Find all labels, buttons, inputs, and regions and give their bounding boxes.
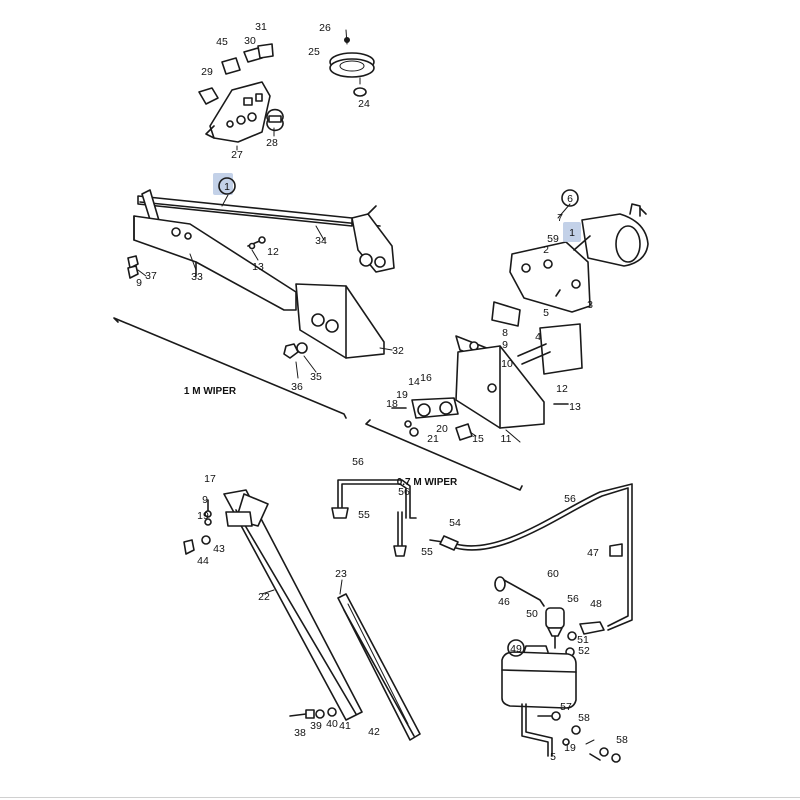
callout-52: 52 (578, 645, 590, 657)
callout-7: 7 (557, 212, 563, 224)
callout-17: 17 (204, 473, 216, 485)
callout-4: 4 (535, 331, 541, 343)
callout-28: 28 (266, 137, 278, 149)
callout-55-a: 55 (358, 509, 370, 521)
callout-59: 59 (547, 233, 559, 245)
callout-circle-49 (507, 639, 525, 657)
callout-47: 47 (587, 547, 599, 559)
wiper-arm-and-blade (183, 489, 421, 741)
callout-9-one-m: 9 (136, 277, 142, 289)
callout-5: 5 (543, 307, 549, 319)
callout-31: 31 (255, 21, 267, 33)
zero-seven-m-wiper-label: 0.7 M WIPER (397, 477, 458, 488)
callout-43: 43 (213, 543, 225, 555)
callout-20: 20 (436, 423, 448, 435)
highlight-callout-1-one-m (213, 173, 233, 195)
zero-seven-m-wiper-assembly (391, 203, 649, 443)
callout-56-b: 56 (398, 486, 410, 498)
part-callouts: 45 31 30 29 27 28 26 25 24 1 34 12 13 9 … (136, 21, 628, 763)
callout-10: 10 (501, 358, 513, 370)
callout-39: 39 (310, 720, 322, 732)
switch-panel-assembly (198, 43, 284, 151)
callout-56-d: 56 (567, 593, 579, 605)
callout-29: 29 (201, 66, 213, 78)
callout-21: 21 (427, 433, 439, 445)
one-m-wiper-bracket (113, 317, 347, 419)
callout-50: 50 (526, 608, 538, 620)
callout-12-one-m: 12 (267, 246, 279, 258)
callout-36: 36 (291, 381, 303, 393)
callout-37: 37 (145, 270, 157, 282)
callout-40: 40 (326, 718, 338, 730)
callout-41: 41 (339, 720, 351, 732)
callout-24: 24 (358, 98, 370, 110)
callout-3: 3 (587, 299, 593, 311)
callout-33: 33 (191, 271, 203, 283)
callout-11: 11 (501, 433, 512, 445)
callout-46: 46 (498, 596, 510, 608)
zero-seven-m-wiper-bracket (365, 419, 523, 491)
knob-assembly (329, 29, 375, 97)
callout-19-washer-a: 19 (564, 742, 576, 754)
callout-16: 16 (420, 372, 432, 384)
callout-26: 26 (319, 22, 331, 34)
callout-circle-1 (218, 177, 236, 195)
callout-49: 49 (510, 643, 522, 655)
callout-1-one-m: 1 (224, 181, 230, 193)
callout-44: 44 (197, 555, 209, 567)
callout-56-a: 56 (352, 456, 364, 468)
callout-25: 25 (308, 46, 320, 58)
callout-19-zero-seven-m: 19 (396, 389, 408, 401)
callout-6: 6 (567, 193, 573, 205)
callout-42: 42 (368, 726, 380, 738)
callout-13-zero-seven-m: 13 (569, 401, 581, 413)
callout-30: 30 (244, 35, 256, 47)
callout-18: 18 (386, 398, 398, 410)
callout-35: 35 (310, 371, 322, 383)
callout-51: 51 (577, 634, 589, 646)
callout-32: 32 (392, 345, 404, 357)
callout-34: 34 (315, 235, 327, 247)
callout-8: 8 (502, 327, 508, 339)
callout-38: 38 (294, 727, 306, 739)
callout-48: 48 (590, 598, 602, 610)
bottom-divider (0, 797, 800, 798)
callout-58-b: 58 (616, 734, 628, 746)
callout-58-a: 58 (578, 712, 590, 724)
callout-54: 54 (449, 517, 461, 529)
callout-9-zero-seven-m: 9 (502, 339, 508, 351)
highlight-callout-1-zero-seven-m (563, 222, 581, 242)
callout-22: 22 (258, 591, 270, 603)
callout-60: 60 (547, 568, 559, 580)
callout-27: 27 (231, 149, 243, 161)
callout-9-arm: 9 (202, 494, 208, 506)
callout-2: 2 (543, 244, 549, 256)
callout-12-zero-seven-m: 12 (556, 383, 568, 395)
callout-53: 5 (550, 751, 556, 763)
one-m-wiper-linkage (127, 189, 395, 379)
one-m-wiper-label: 1 M WIPER (184, 386, 237, 397)
callout-1-zero-seven-m: 1 (569, 227, 575, 239)
callout-45: 45 (216, 36, 228, 48)
washer-system (331, 479, 633, 763)
callout-19-arm: 19 (197, 510, 209, 522)
callout-13-one-m: 13 (252, 261, 264, 273)
callout-circle-6 (561, 189, 579, 207)
callout-56-c: 56 (564, 493, 576, 505)
callout-57: 57 (560, 701, 572, 713)
callout-15: 15 (472, 433, 484, 445)
callout-55-b: 55 (421, 546, 433, 558)
callout-14: 14 (408, 376, 420, 388)
callout-23: 23 (335, 568, 347, 580)
